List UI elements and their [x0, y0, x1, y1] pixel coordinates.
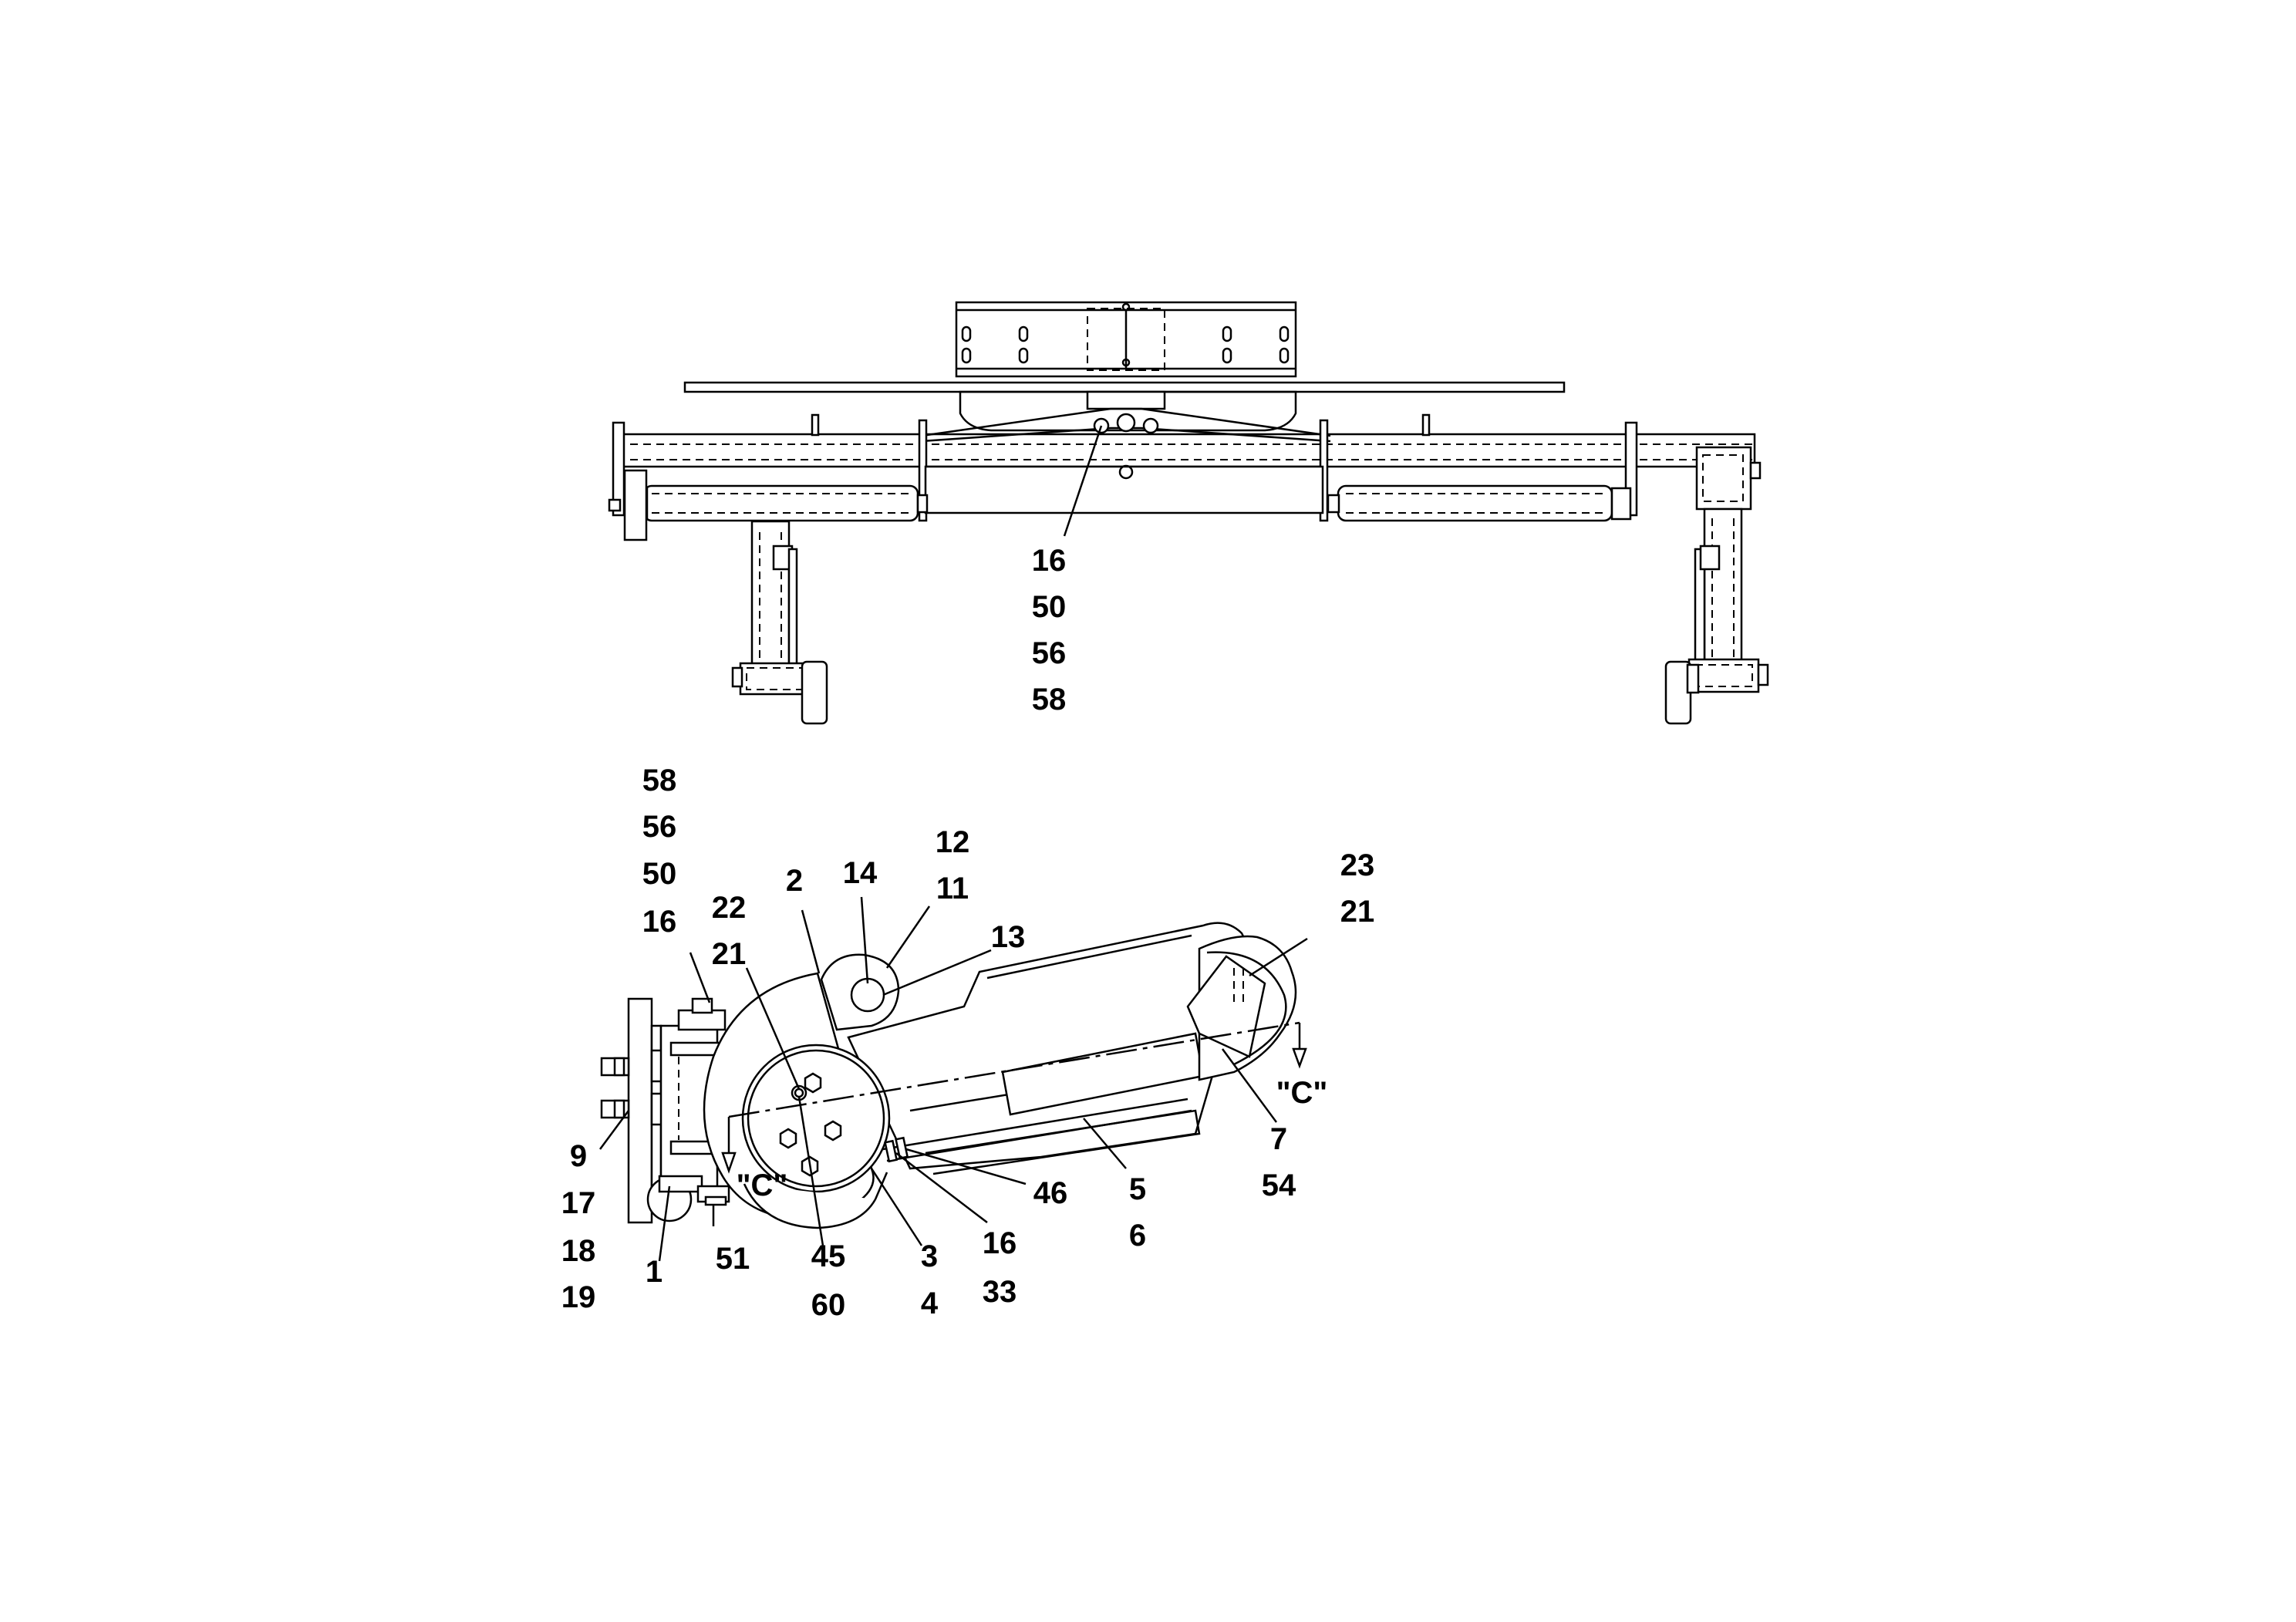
- callout-22: 22: [712, 891, 747, 925]
- top-callout-3: 56: [1032, 636, 1067, 670]
- top-view-assembly: [608, 301, 1769, 725]
- top-callout-2: 50: [1032, 590, 1067, 624]
- callout-5: 5: [1129, 1172, 1146, 1206]
- callout-23: 23: [1340, 848, 1375, 882]
- callout-13: 13: [991, 920, 1026, 954]
- callout-mount-1: 58: [642, 764, 677, 798]
- right-leg: [1703, 508, 1743, 665]
- callout-1: 1: [646, 1255, 663, 1289]
- top-plate: [683, 381, 1566, 393]
- pivot-pin: [850, 977, 885, 1013]
- callout-17: 17: [561, 1186, 596, 1220]
- callout-60: 60: [811, 1288, 846, 1322]
- callout-7: 7: [1270, 1122, 1287, 1156]
- left-cylinder: [642, 484, 919, 522]
- callout-45: 45: [811, 1239, 846, 1273]
- callout-mount-3: 50: [642, 857, 677, 891]
- left-leg: [750, 520, 791, 669]
- callout-46: 46: [1033, 1176, 1068, 1210]
- callout-33: 33: [983, 1275, 1017, 1309]
- callout-14: 14: [843, 856, 878, 890]
- top-callout-1: 16: [1032, 544, 1067, 578]
- callout-3: 3: [921, 1239, 938, 1273]
- callout-16b: 16: [983, 1226, 1017, 1260]
- mounting-plate: [627, 997, 653, 1224]
- callout-6: 6: [1129, 1219, 1146, 1253]
- section-label-left: "C": [737, 1168, 788, 1202]
- left-wheel: [801, 660, 828, 725]
- side-view-assembly: [598, 896, 1308, 1262]
- callout-4: 4: [921, 1286, 939, 1320]
- callout-21b: 21: [1340, 895, 1375, 929]
- callout-9: 9: [570, 1139, 587, 1173]
- callout-mount-2: 56: [642, 810, 677, 844]
- right-cylinder: [1337, 484, 1613, 522]
- callout-mount-4: 16: [642, 905, 677, 939]
- disk-wheel: [741, 1044, 891, 1193]
- callout-51: 51: [716, 1242, 750, 1276]
- section-line-c: [728, 1021, 1300, 1118]
- callout-54: 54: [1262, 1168, 1296, 1202]
- callout-11: 11: [936, 872, 969, 905]
- callout-19: 19: [561, 1280, 596, 1314]
- callout-2: 2: [786, 864, 803, 898]
- callout-12: 12: [936, 825, 970, 859]
- callout-18: 18: [561, 1234, 596, 1268]
- callout-21a: 21: [712, 937, 747, 971]
- top-callout-4: 58: [1032, 683, 1067, 717]
- section-label-right: "C": [1276, 1076, 1328, 1110]
- main-beam: [615, 433, 1756, 468]
